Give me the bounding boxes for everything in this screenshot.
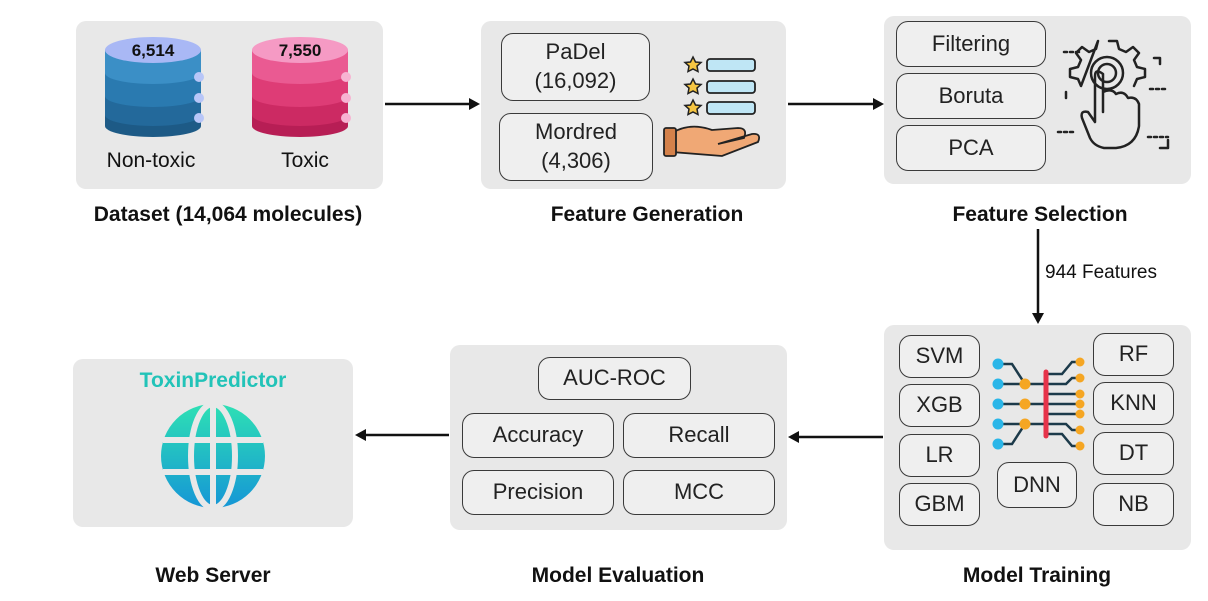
filtering-box: Filtering <box>896 21 1046 67</box>
accuracy-box: Accuracy <box>462 413 614 458</box>
touch-gear-icon <box>1056 39 1170 150</box>
toxinpredictor-title: ToxinPredictor <box>139 369 287 392</box>
auc-roc-box: AUC-ROC <box>538 357 691 400</box>
pca-box: PCA <box>896 125 1046 171</box>
mcc-box: MCC <box>623 470 775 515</box>
xgb-box: XGB <box>899 384 980 427</box>
arrow-selection-to-training <box>1032 229 1044 324</box>
mordred-count: (4,306) <box>541 148 611 173</box>
features-count-label: 944 Features <box>1045 262 1157 283</box>
recall-box: Recall <box>623 413 775 458</box>
padel-count: (16,092) <box>534 68 617 93</box>
nontoxic-database-icon <box>105 37 204 137</box>
arrow-training-to-evaluation <box>788 431 883 443</box>
toxic-count: 7,550 <box>278 41 322 60</box>
arrow-generation-to-selection <box>788 98 884 110</box>
dataset-label: Dataset (14,064 molecules) <box>93 203 363 226</box>
toxic-database-icon <box>252 37 351 137</box>
feature-generation-label: Feature Generation <box>550 203 744 226</box>
boruta-box: Boruta <box>896 73 1046 119</box>
precision-box: Precision <box>462 470 614 515</box>
svm-box: SVM <box>899 335 980 378</box>
dt-box: DT <box>1093 432 1174 475</box>
model-training-label: Model Training <box>962 564 1112 587</box>
toxic-label: Toxic <box>281 149 329 172</box>
arrow-evaluation-to-webserver <box>355 429 449 441</box>
model-evaluation-label: Model Evaluation <box>531 564 705 587</box>
lr-box: LR <box>899 434 980 477</box>
mordred-box: Mordred (4,306) <box>499 113 653 181</box>
arrow-dataset-to-generation <box>385 98 480 110</box>
feature-selection-label: Feature Selection <box>952 203 1128 226</box>
mordred-name: Mordred <box>535 119 617 145</box>
globe-icon <box>161 401 265 511</box>
rf-box: RF <box>1093 333 1174 376</box>
nb-box: NB <box>1093 483 1174 526</box>
nontoxic-count: 6,514 <box>131 41 175 60</box>
web-server-label: Web Server <box>155 564 271 587</box>
knn-box: KNN <box>1093 382 1174 425</box>
padel-name: PaDel <box>545 39 606 65</box>
neural-network-icon <box>992 357 1085 451</box>
dnn-box: DNN <box>997 462 1077 508</box>
rating-list-hand-icon <box>663 55 761 157</box>
padel-box: PaDel (16,092) <box>501 33 650 101</box>
gbm-box: GBM <box>899 483 980 526</box>
nontoxic-label: Non-toxic <box>106 149 196 172</box>
